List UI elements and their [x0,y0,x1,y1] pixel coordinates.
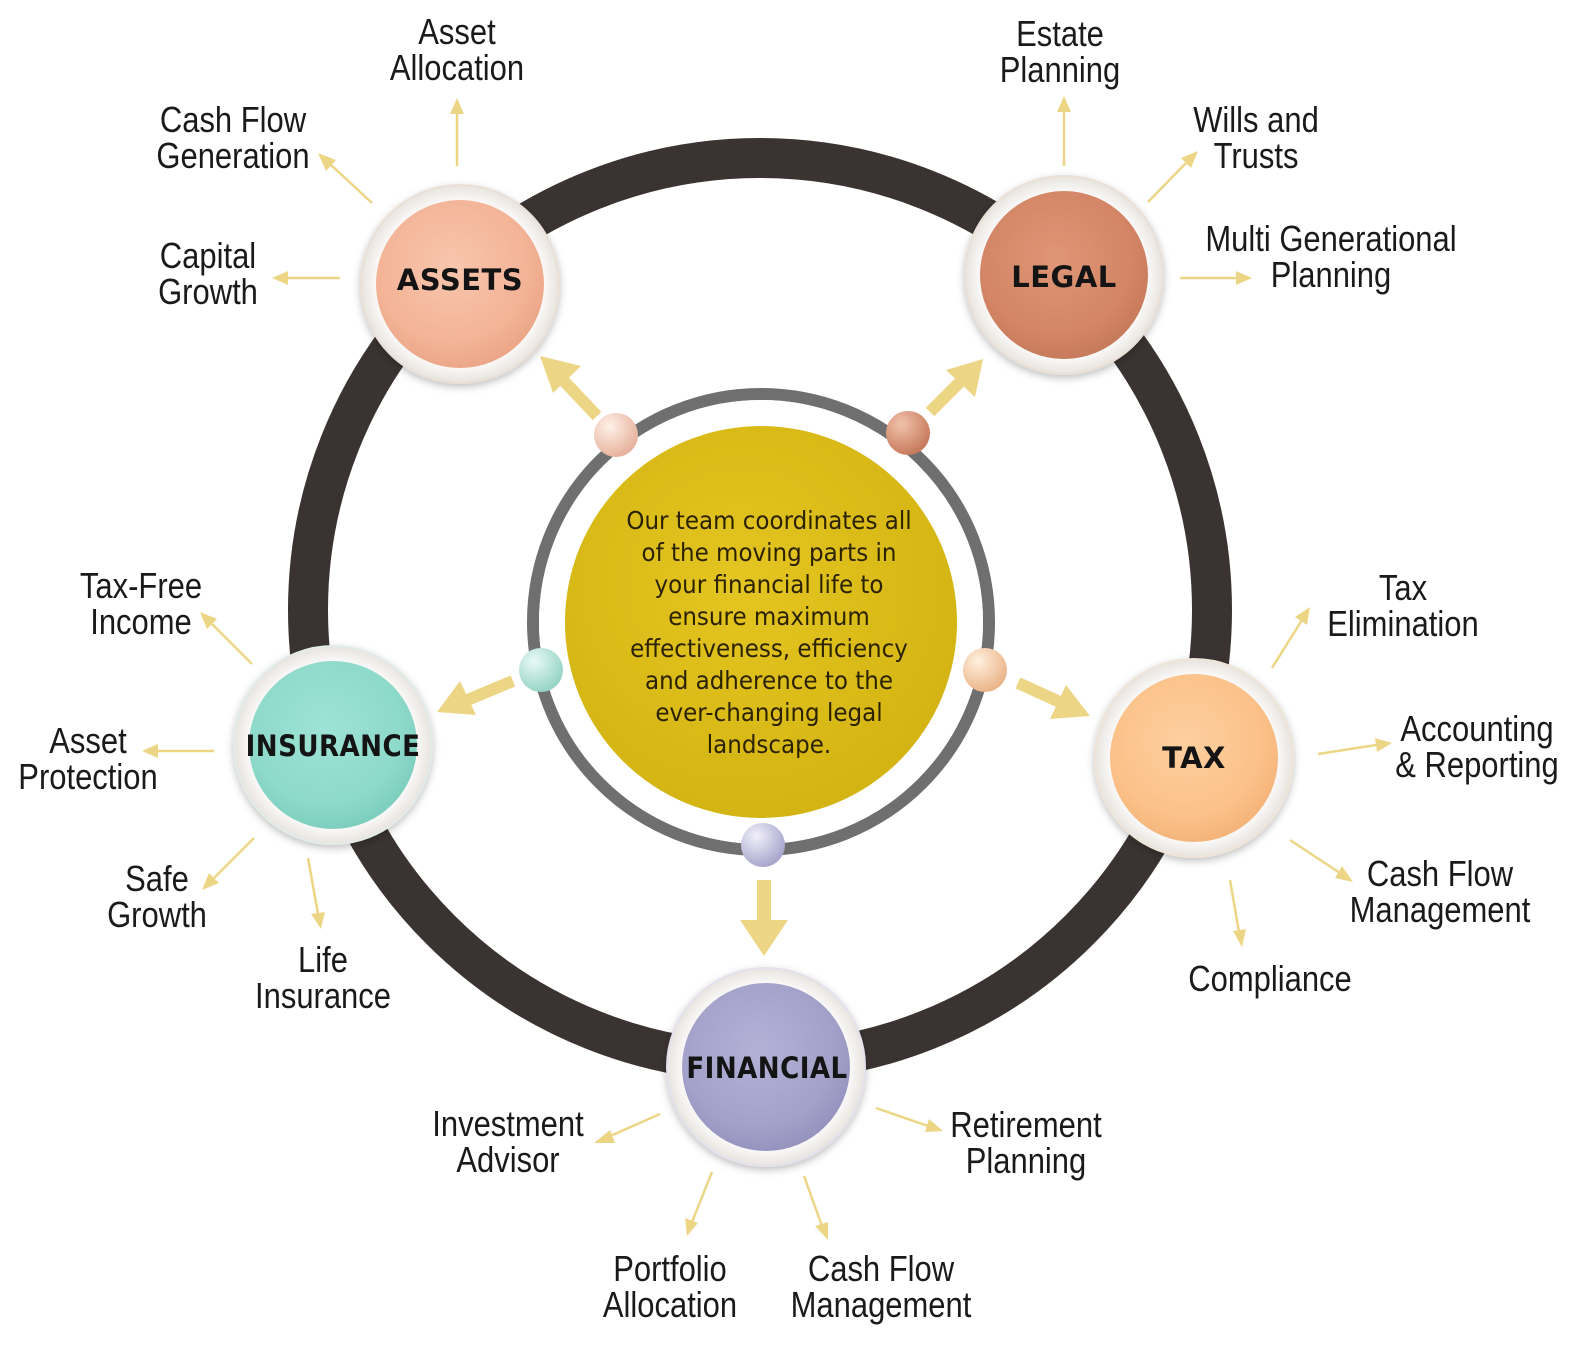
bead-tax [963,648,1007,692]
connector-arrows [437,356,1090,956]
arrow-asset-allocation [450,98,464,166]
node-tax[interactable] [1094,658,1294,858]
arrow-to-assets [540,356,602,421]
arrow-multi-generational [1180,271,1252,285]
arrow-tax-free-income [200,612,253,665]
arrow-capital-growth [272,271,340,285]
arrow-asset-protection [142,744,214,758]
node-label-assets: ASSETS [396,263,524,297]
node-financial[interactable] [666,967,866,1167]
node-insurance[interactable] [233,645,433,845]
arrow-financial-cash-flow [802,1175,828,1240]
arrow-to-legal [925,359,983,417]
arrow-to-financial [740,880,788,956]
arrow-to-tax [1015,677,1090,719]
node-assets[interactable] [360,184,560,384]
arrow-to-insurance [437,675,516,715]
bead-assets [594,413,638,457]
arrow-safe-growth [202,837,255,890]
node-label-legal: LEGAL [1011,260,1117,294]
bead-insurance [519,648,563,692]
arrow-investment-advisor [594,1112,661,1143]
arrow-estate-planning [1057,96,1071,166]
bead-legal [886,411,930,455]
node-legal[interactable] [964,175,1164,375]
center-disc [565,426,957,818]
arrow-tax-cash-flow [1289,838,1353,882]
center-message: Our team coordinates all of the moving p… [604,506,934,759]
arrow-tax-elimination [1270,607,1310,669]
arrow-compliance [1228,879,1246,947]
center-message-text: Our team coordinates all of the moving p… [626,506,912,759]
outcome-arrows [142,96,1392,1240]
arrow-cash-flow-generation [318,153,373,204]
bead-financial [741,823,785,867]
arrow-retirement-planning [875,1106,943,1132]
label-accounting-reporting: Accounting& Reporting [1395,708,1559,785]
arrow-accounting-reporting [1317,738,1392,756]
ring-beads [519,411,1007,867]
arrow-life-insurance [306,857,325,929]
arrow-portfolio-allocation [685,1171,714,1236]
arrow-wills-trusts [1147,151,1198,203]
node-label-insurance: INSURANCE [245,729,421,763]
node-label-tax: TAX [1162,741,1226,775]
label-compliance: Compliance [1188,958,1352,999]
node-label-financial: FINANCIAL [686,1051,848,1085]
